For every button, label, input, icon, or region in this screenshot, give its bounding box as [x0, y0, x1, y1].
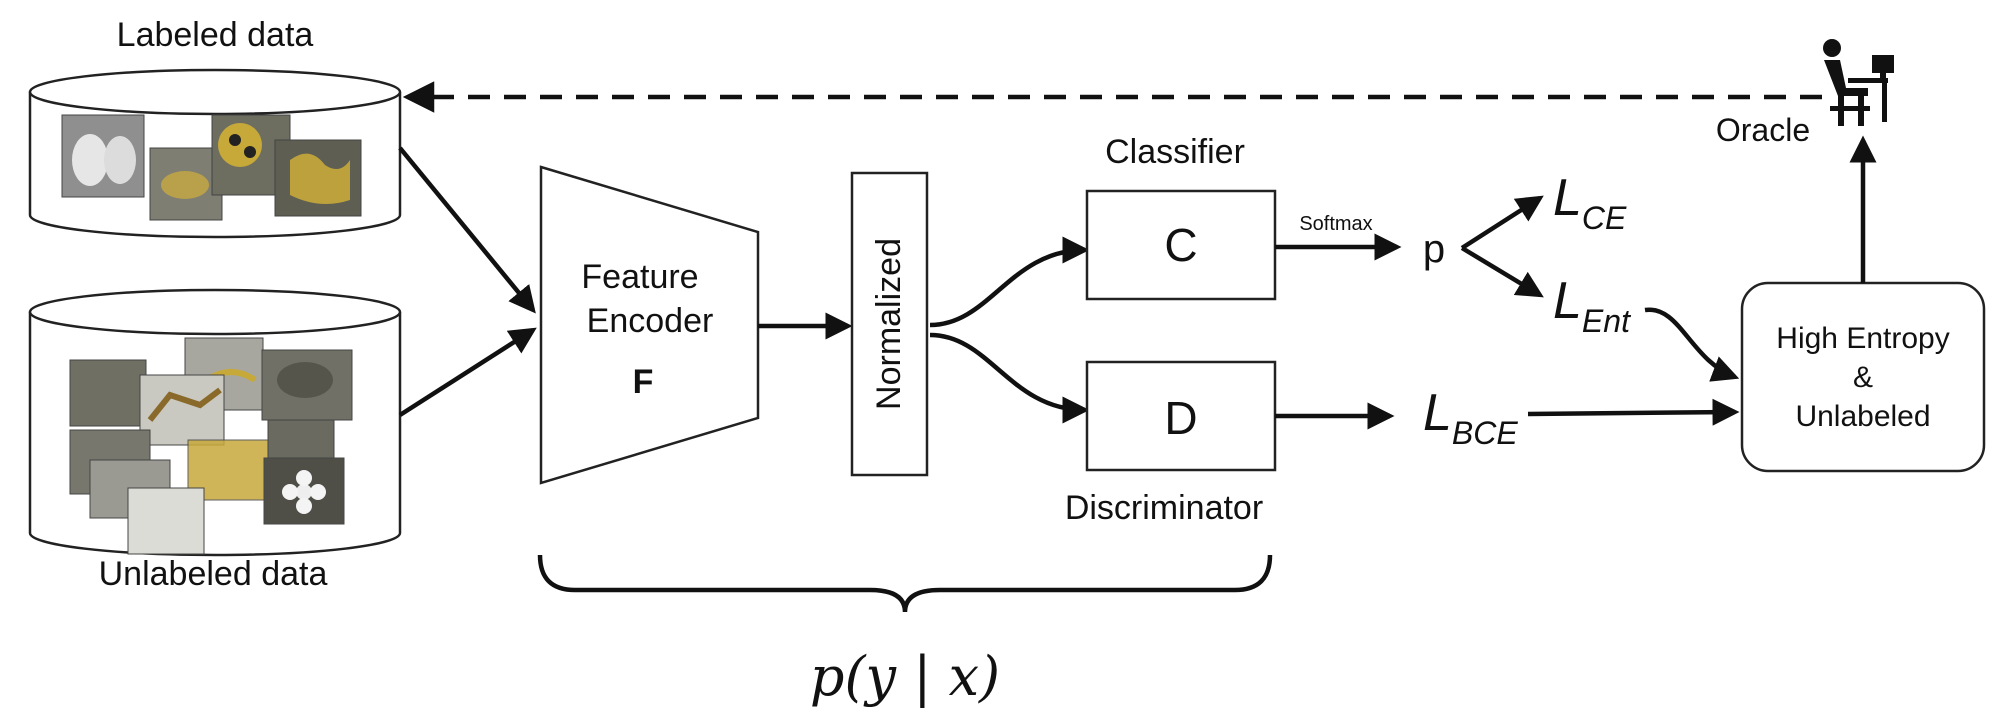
p-to-lce-arrow	[1460, 195, 1544, 250]
oracle-label: Oracle	[1716, 112, 1810, 148]
discriminator-title: Discriminator	[1065, 489, 1263, 527]
p-symbol: p	[1423, 227, 1445, 271]
oracle-person-at-computer-icon	[1823, 39, 1894, 126]
loss-ce: LCE	[1553, 169, 1627, 236]
labeled-to-encoder-arrow	[398, 146, 536, 314]
labeled-data-cylinder	[28, 68, 402, 239]
encoder-line2: Encoder	[587, 302, 714, 340]
classifier-symbol: C	[1164, 219, 1197, 271]
loss-ce-sub: CE	[1582, 200, 1627, 236]
classifier-title: Classifier	[1105, 133, 1245, 171]
feature-encoder-block	[539, 165, 760, 485]
model-brace	[537, 554, 1273, 613]
loss-ent: LEnt	[1553, 272, 1631, 339]
encoder-symbol: F	[633, 363, 654, 401]
discriminator-block	[1085, 360, 1277, 472]
labeled-thumbnails	[61, 114, 362, 221]
loss-bce: LBCE	[1423, 384, 1518, 451]
model-formula: p(y | x)	[810, 645, 1000, 708]
loss-bce-sub: BCE	[1452, 415, 1518, 451]
p-to-lent-arrow	[1460, 246, 1544, 298]
softmax-label: Softmax	[1299, 213, 1372, 235]
unlabeled-thumbnails	[69, 337, 353, 555]
encoder-line1: Feature	[581, 258, 698, 296]
unlabeled-to-encoder-arrow	[398, 327, 537, 417]
loss-bce-base: L	[1423, 384, 1452, 442]
selector-line2: &	[1853, 361, 1873, 394]
loss-ent-sub: Ent	[1582, 303, 1631, 339]
lent-to-selector-arrow	[1644, 307, 1740, 382]
unlabeled-data-cylinder	[28, 288, 402, 557]
discriminator-symbol: D	[1164, 392, 1197, 444]
labeled-data-label: Labeled data	[117, 16, 314, 54]
lbce-to-selector-arrow	[1527, 398, 1740, 426]
selector-line3: Unlabeled	[1795, 400, 1930, 433]
unlabeled-data-label: Unlabeled data	[99, 555, 328, 593]
loss-ce-base: L	[1553, 169, 1582, 227]
normalized-to-classifier-arrow	[929, 236, 1090, 328]
selector-line1: High Entropy	[1776, 322, 1949, 355]
normalized-label: Normalized	[870, 238, 908, 410]
flower-thumbnail-icon	[282, 470, 326, 514]
normalized-block	[850, 171, 929, 477]
normalized-to-discriminator-arrow	[929, 332, 1090, 424]
loss-ent-base: L	[1553, 272, 1582, 330]
